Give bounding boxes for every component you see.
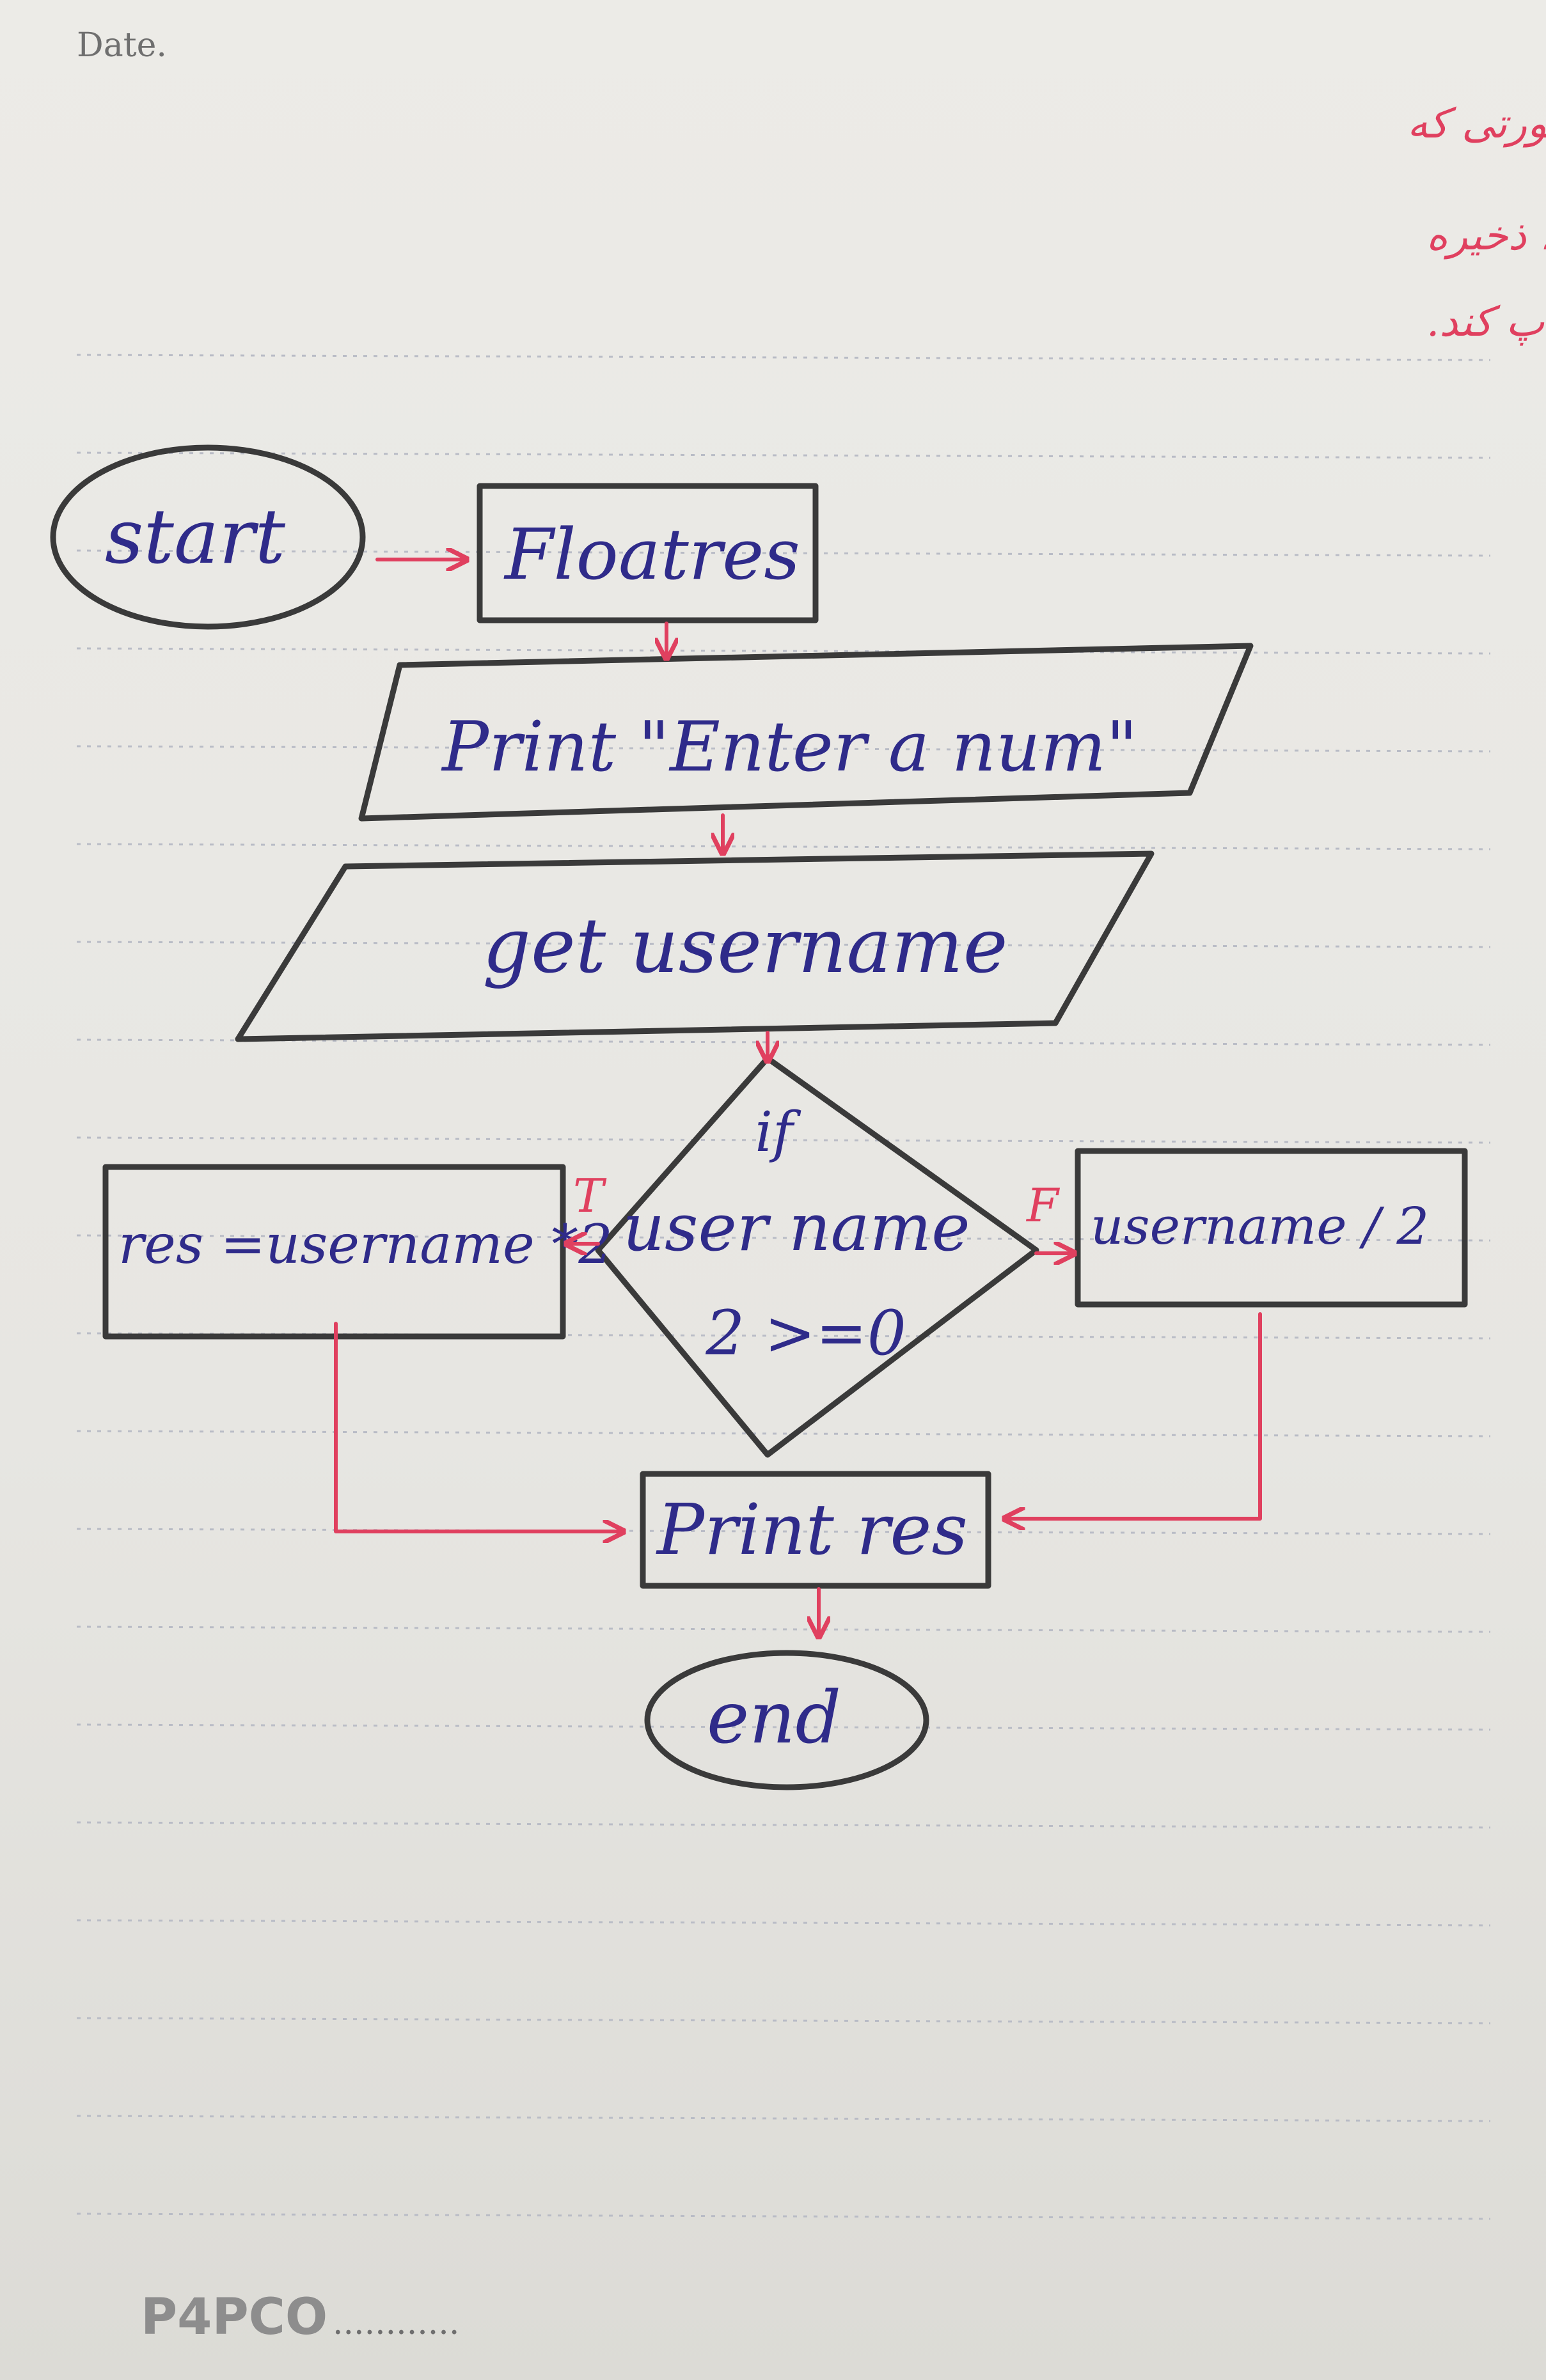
question-line-1: فلوچارت برنامه‌ای رسم کنید که یک عدد از … bbox=[1407, 100, 1546, 148]
ruled-line bbox=[76, 1136, 1491, 1144]
question-line-2: زوج بود ۲ برابر و در صورتی که فرد بود، ن… bbox=[1426, 210, 1546, 260]
ruled-line bbox=[76, 2017, 1491, 2024]
brand-dotted-line: ............ bbox=[333, 2304, 459, 2342]
ruled-lines bbox=[76, 354, 1491, 2220]
ruled-line bbox=[76, 2212, 1491, 2220]
input-label: get username bbox=[482, 902, 1007, 990]
ruled-line bbox=[76, 1234, 1491, 1242]
ruled-line bbox=[76, 941, 1491, 948]
ruled-line bbox=[76, 2115, 1491, 2122]
ruled-line bbox=[76, 1528, 1491, 1535]
ruled-line bbox=[76, 451, 1491, 459]
ruled-line bbox=[76, 1821, 1491, 1829]
arrow-false-to-print bbox=[1004, 1312, 1262, 1519]
start-terminator bbox=[50, 444, 366, 630]
ruled-line bbox=[76, 1038, 1491, 1046]
true-process-label: res =username *2 bbox=[118, 1213, 613, 1276]
start-label: start bbox=[105, 492, 286, 581]
end-terminator bbox=[644, 1650, 929, 1790]
ruled-line bbox=[76, 354, 1491, 361]
decision-line-1: if bbox=[755, 1100, 801, 1164]
arrow-true-to-print bbox=[334, 1322, 624, 1531]
question-line-3: و چاپ کند. bbox=[1426, 299, 1546, 346]
question-text: فلوچارت برنامه‌ای رسم کنید که یک عدد از … bbox=[1407, 100, 1546, 346]
ruled-line bbox=[76, 549, 1491, 557]
declare-label: Floatres bbox=[503, 513, 800, 595]
ruled-line bbox=[76, 843, 1491, 850]
ruled-line bbox=[76, 1723, 1491, 1731]
output-prompt-label: Print "Enter a num" bbox=[441, 707, 1137, 787]
true-branch-label: T bbox=[573, 1169, 607, 1223]
ruled-line bbox=[76, 647, 1491, 655]
decision-line-2: user name bbox=[622, 1190, 970, 1266]
date-label: Date. bbox=[77, 26, 167, 65]
output-result-box bbox=[640, 1471, 991, 1589]
end-label: end bbox=[707, 1677, 841, 1760]
brand-logo: P4PCO bbox=[141, 2289, 327, 2346]
ruled-line bbox=[76, 1430, 1491, 1437]
output-prompt-parallelogram bbox=[358, 643, 1254, 822]
decision-diamond bbox=[595, 1055, 1039, 1458]
output-result-label: Print res bbox=[656, 1489, 968, 1570]
declare-box bbox=[477, 483, 819, 623]
false-branch-label: F bbox=[1025, 1178, 1061, 1232]
ruled-line bbox=[76, 1919, 1491, 1927]
false-process-box bbox=[1075, 1148, 1468, 1308]
decision-line-3: 2 >=0 bbox=[705, 1297, 906, 1369]
input-parallelogram bbox=[235, 850, 1155, 1042]
ruled-line bbox=[76, 745, 1491, 753]
ruled-line bbox=[76, 1625, 1491, 1633]
connectors bbox=[334, 560, 1262, 1637]
false-process-label: username / 2 bbox=[1091, 1196, 1429, 1256]
